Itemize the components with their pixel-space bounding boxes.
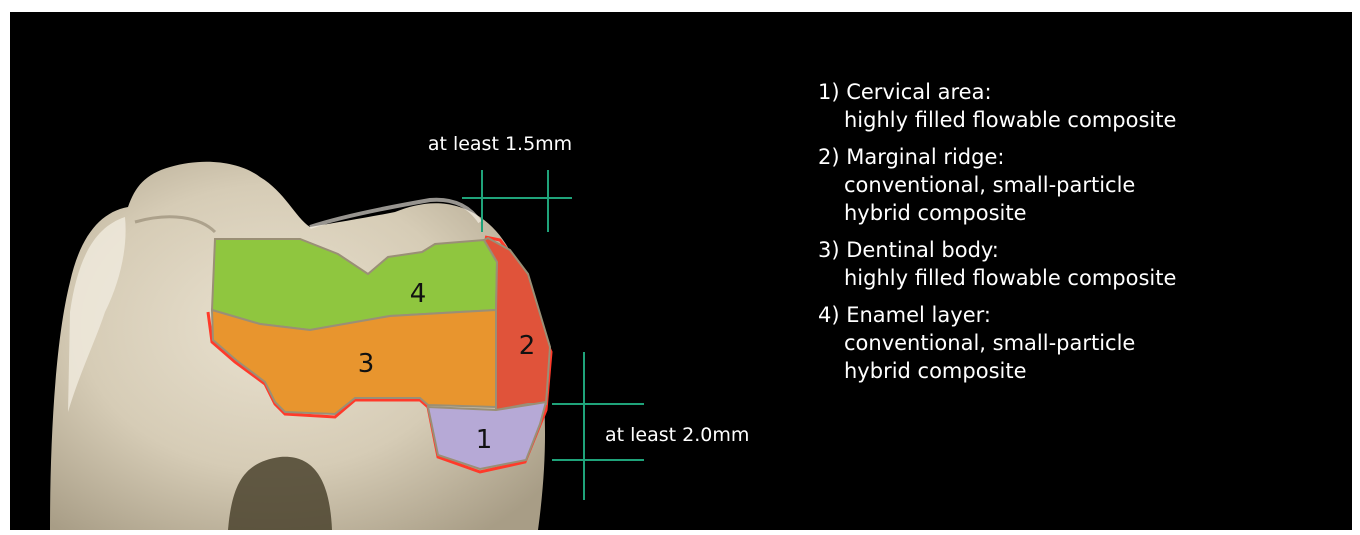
- dimension-label-top: at least 1.5mm: [428, 133, 572, 155]
- legend-description: conventional, small-particle: [818, 171, 1338, 199]
- legend-item-dentinal-body: 3) Dentinal body: highly filled flowable…: [818, 236, 1338, 292]
- zone-label-4: 4: [410, 279, 427, 309]
- legend-item-enamel-layer: 4) Enamel layer: conventional, small-par…: [818, 301, 1338, 385]
- legend-heading: 1) Cervical area:: [818, 78, 1338, 106]
- zone-label-3: 3: [358, 349, 375, 379]
- legend-description: hybrid composite: [818, 199, 1338, 227]
- zone-label-1: 1: [476, 425, 493, 455]
- legend-description: highly filled flowable composite: [818, 106, 1338, 134]
- legend-item-marginal-ridge: 2) Marginal ridge: conventional, small-p…: [818, 143, 1338, 227]
- legend-item-cervical-area: 1) Cervical area: highly filled flowable…: [818, 78, 1338, 134]
- legend-heading: 4) Enamel layer:: [818, 301, 1338, 329]
- legend-description: highly filled flowable composite: [818, 264, 1338, 292]
- zone-label-2: 2: [519, 331, 536, 361]
- legend-heading: 2) Marginal ridge:: [818, 143, 1338, 171]
- legend-description: conventional, small-particle: [818, 329, 1338, 357]
- legend-description: hybrid composite: [818, 357, 1338, 385]
- dimension-label-side: at least 2.0mm: [605, 424, 749, 446]
- legend: 1) Cervical area: highly filled flowable…: [818, 78, 1338, 394]
- legend-heading: 3) Dentinal body:: [818, 236, 1338, 264]
- diagram-panel: 4 3 2 1 at least 1.5mm at least 2.0mm 1)…: [10, 12, 1352, 530]
